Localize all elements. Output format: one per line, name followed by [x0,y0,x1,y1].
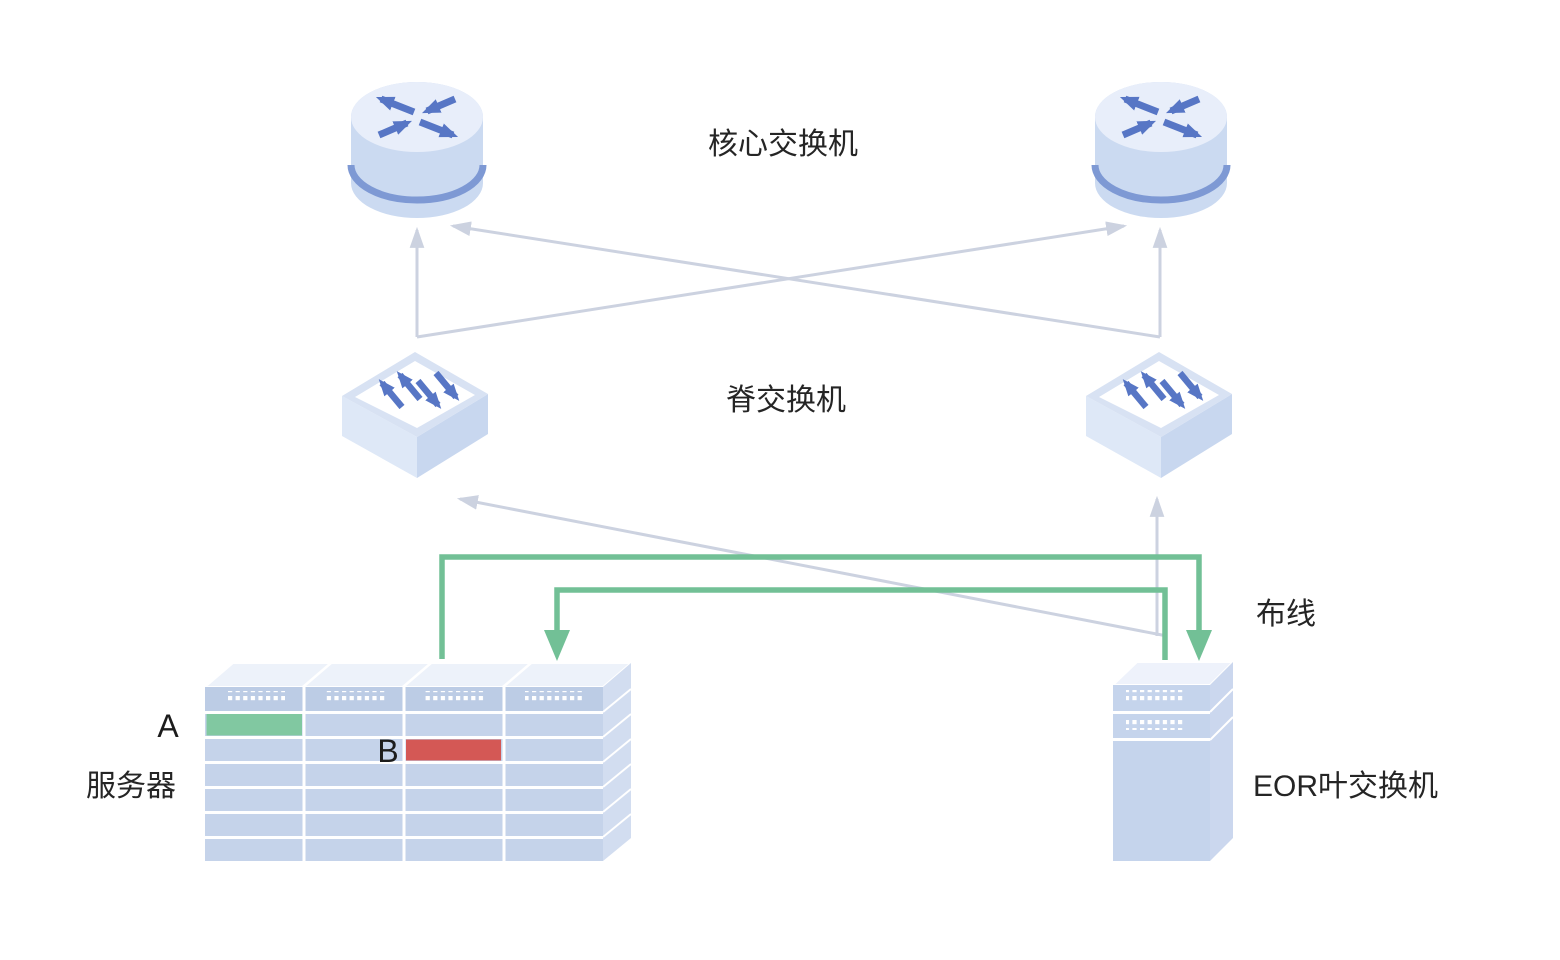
vent-dots [326,691,385,704]
rack-side-face [603,663,631,861]
core-switch-left [351,82,483,218]
cable-arrowhead-rack [544,630,570,661]
server-a-label: A [157,708,179,744]
vent-dots [525,691,584,704]
cabling-paths [439,554,1212,661]
cable-eor-to-rack [554,587,1168,660]
rack-side-dividers [602,688,632,838]
server-rack [202,662,634,861]
eor-grid [1113,711,1210,741]
spine-switch-left [342,352,488,478]
vent-dots [1126,690,1183,703]
spine-switch-right [1086,352,1232,478]
vent-dots [226,691,285,704]
cable-rack-to-eor [439,554,1202,659]
core-switch-label: 核心交换机 [708,128,858,161]
eor-leaf-switch [1110,661,1236,861]
rack-grid [205,687,603,861]
rack-top-dividers [302,662,532,688]
vent-dots [1126,717,1183,730]
server-a-slot [206,714,302,736]
uplink-arrows [409,221,1168,638]
eor-side-dividers [1209,688,1234,741]
eor-leaf-switch-label: EOR叶交换机 [1253,770,1438,803]
vent-dots [425,691,484,704]
eor-front-face [1113,685,1210,861]
spine-switch-label: 脊交换机 [726,384,846,417]
cable-arrowhead-eor [1186,630,1212,661]
core-switch-right [1095,82,1227,218]
eor-side-face [1210,662,1233,861]
link-spine-right-to-core-left [449,221,1161,339]
server-label: 服务器 [86,770,176,803]
server-b-label: B [377,733,398,769]
link-eor-to-spine-left [456,495,1168,638]
server-b-slot [406,739,501,761]
cabling-label: 布线 [1256,598,1316,631]
link-spine-left-to-core-right [416,221,1128,339]
